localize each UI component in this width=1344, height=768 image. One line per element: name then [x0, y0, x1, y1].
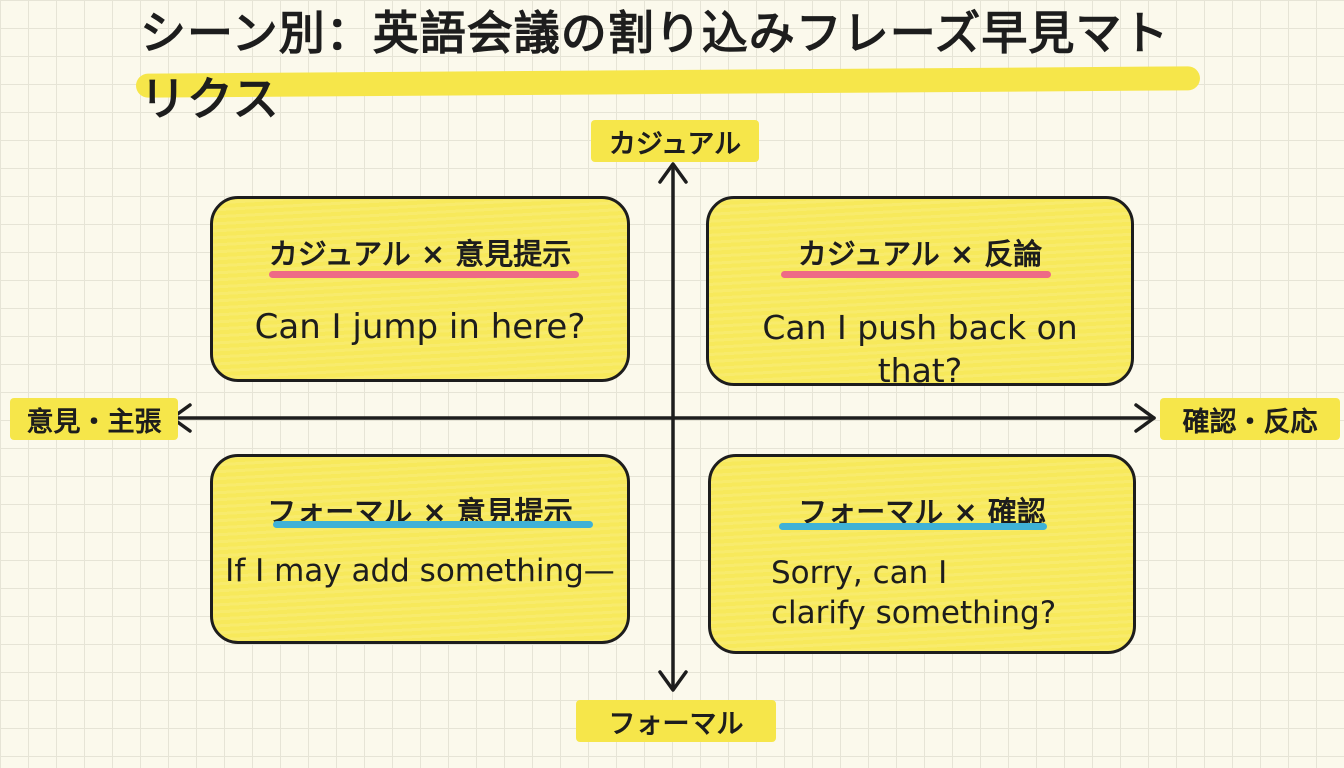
heading-underline [273, 521, 593, 528]
axis-label-top: カジュアル [591, 120, 759, 162]
quadrant-phrase: Sorry, can I clarify something? [771, 555, 1057, 632]
heading-underline [269, 271, 579, 278]
quadrant-phrase: Can I jump in here? [254, 307, 586, 347]
arrow-up-icon [658, 162, 688, 184]
quadrant-phrase: If I may add something— [225, 553, 615, 589]
heading-underline [779, 523, 1047, 530]
quadrant-phrase: Can I push back on that? [762, 308, 1078, 390]
quadrant-card-formal-clarify: フォーマル × 確認 Sorry, can I clarify somethin… [708, 454, 1136, 654]
quadrant-heading: カジュアル × 反論 [797, 237, 1043, 271]
arrow-down-icon [658, 670, 688, 692]
quadrant-card-casual-pushback: カジュアル × 反論 Can I push back on that? [706, 196, 1134, 390]
heading-underline [781, 271, 1051, 278]
axis-label-right: 確認・反応 [1160, 398, 1340, 440]
quadrant-card-casual-opinion: カジュアル × 意見提示 Can I jump in here? [210, 196, 630, 382]
axis-label-left: 意見・主張 [10, 398, 178, 440]
arrow-right-icon [1134, 403, 1156, 433]
axis-label-bottom: フォーマル [576, 700, 776, 742]
quadrant-card-formal-opinion: フォーマル × 意見提示 If I may add something— [210, 454, 630, 644]
quadrant-heading: カジュアル × 意見提示 [268, 237, 572, 271]
